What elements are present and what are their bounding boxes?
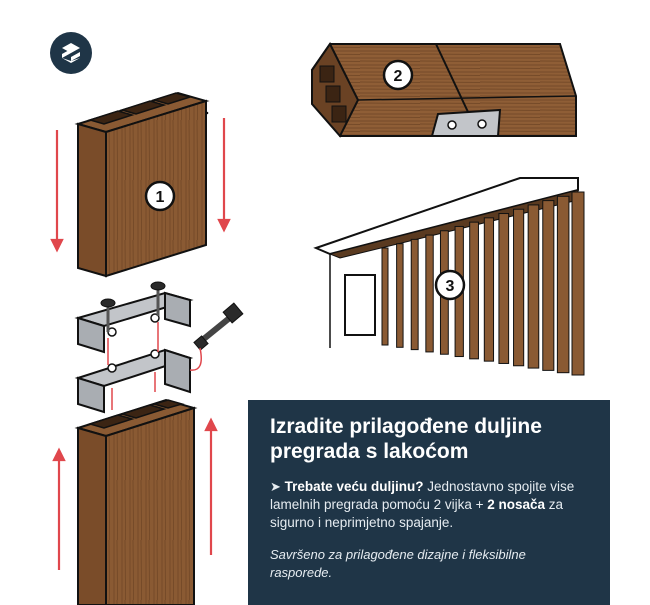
bottom-lamella-block xyxy=(74,398,198,605)
upper-bracket xyxy=(74,291,194,354)
slat xyxy=(410,238,419,351)
top-lamella-block xyxy=(74,91,210,278)
ceiling-lamellas-illustration xyxy=(313,177,579,348)
slat xyxy=(556,195,570,374)
panel-question: Trebate veću duljinu? xyxy=(284,479,424,494)
slat xyxy=(483,217,495,362)
bolt xyxy=(189,302,244,371)
joined-lamellas-illustration xyxy=(310,42,577,138)
panel-text-1: Jednostavno spojite vise lamelnih pregra… xyxy=(270,479,575,512)
panel-text-2: za sigurno i neprimjetno spajanje. xyxy=(270,497,564,530)
slat xyxy=(542,200,555,371)
screws xyxy=(100,281,166,410)
step-2-label: 2 xyxy=(394,68,403,85)
panel-title: Izradite prilagođene duljine pregrada s … xyxy=(270,415,542,463)
step-1-label: 1 xyxy=(156,189,165,206)
panel-brackets: 2 nosača xyxy=(487,497,546,512)
slat xyxy=(396,243,404,348)
slat xyxy=(381,247,389,346)
vertical-slats xyxy=(381,191,585,376)
panel-note: Savršeno za prilagođene dizajne i fleksi… xyxy=(270,547,526,580)
lower-bracket xyxy=(74,348,194,414)
panel-description: ➤ Trebate veću duljinu? Jednostavno spoj… xyxy=(270,478,590,532)
slat xyxy=(527,204,540,369)
bullet-arrow-icon: ➤ xyxy=(270,479,281,494)
info-panel: Izradite prilagođene duljine pregrada s … xyxy=(248,400,610,605)
slat xyxy=(498,213,510,364)
slat xyxy=(571,191,585,376)
slat xyxy=(469,221,479,360)
step-3-badge: 3 xyxy=(434,269,466,301)
step-2-badge: 2 xyxy=(382,59,414,91)
door xyxy=(344,274,376,336)
step-3-label: 3 xyxy=(446,278,455,295)
slat xyxy=(513,208,525,367)
slat xyxy=(425,234,434,353)
brand-logo xyxy=(50,32,92,74)
step-1-badge: 1 xyxy=(144,180,176,212)
s-logo-icon xyxy=(62,43,80,63)
